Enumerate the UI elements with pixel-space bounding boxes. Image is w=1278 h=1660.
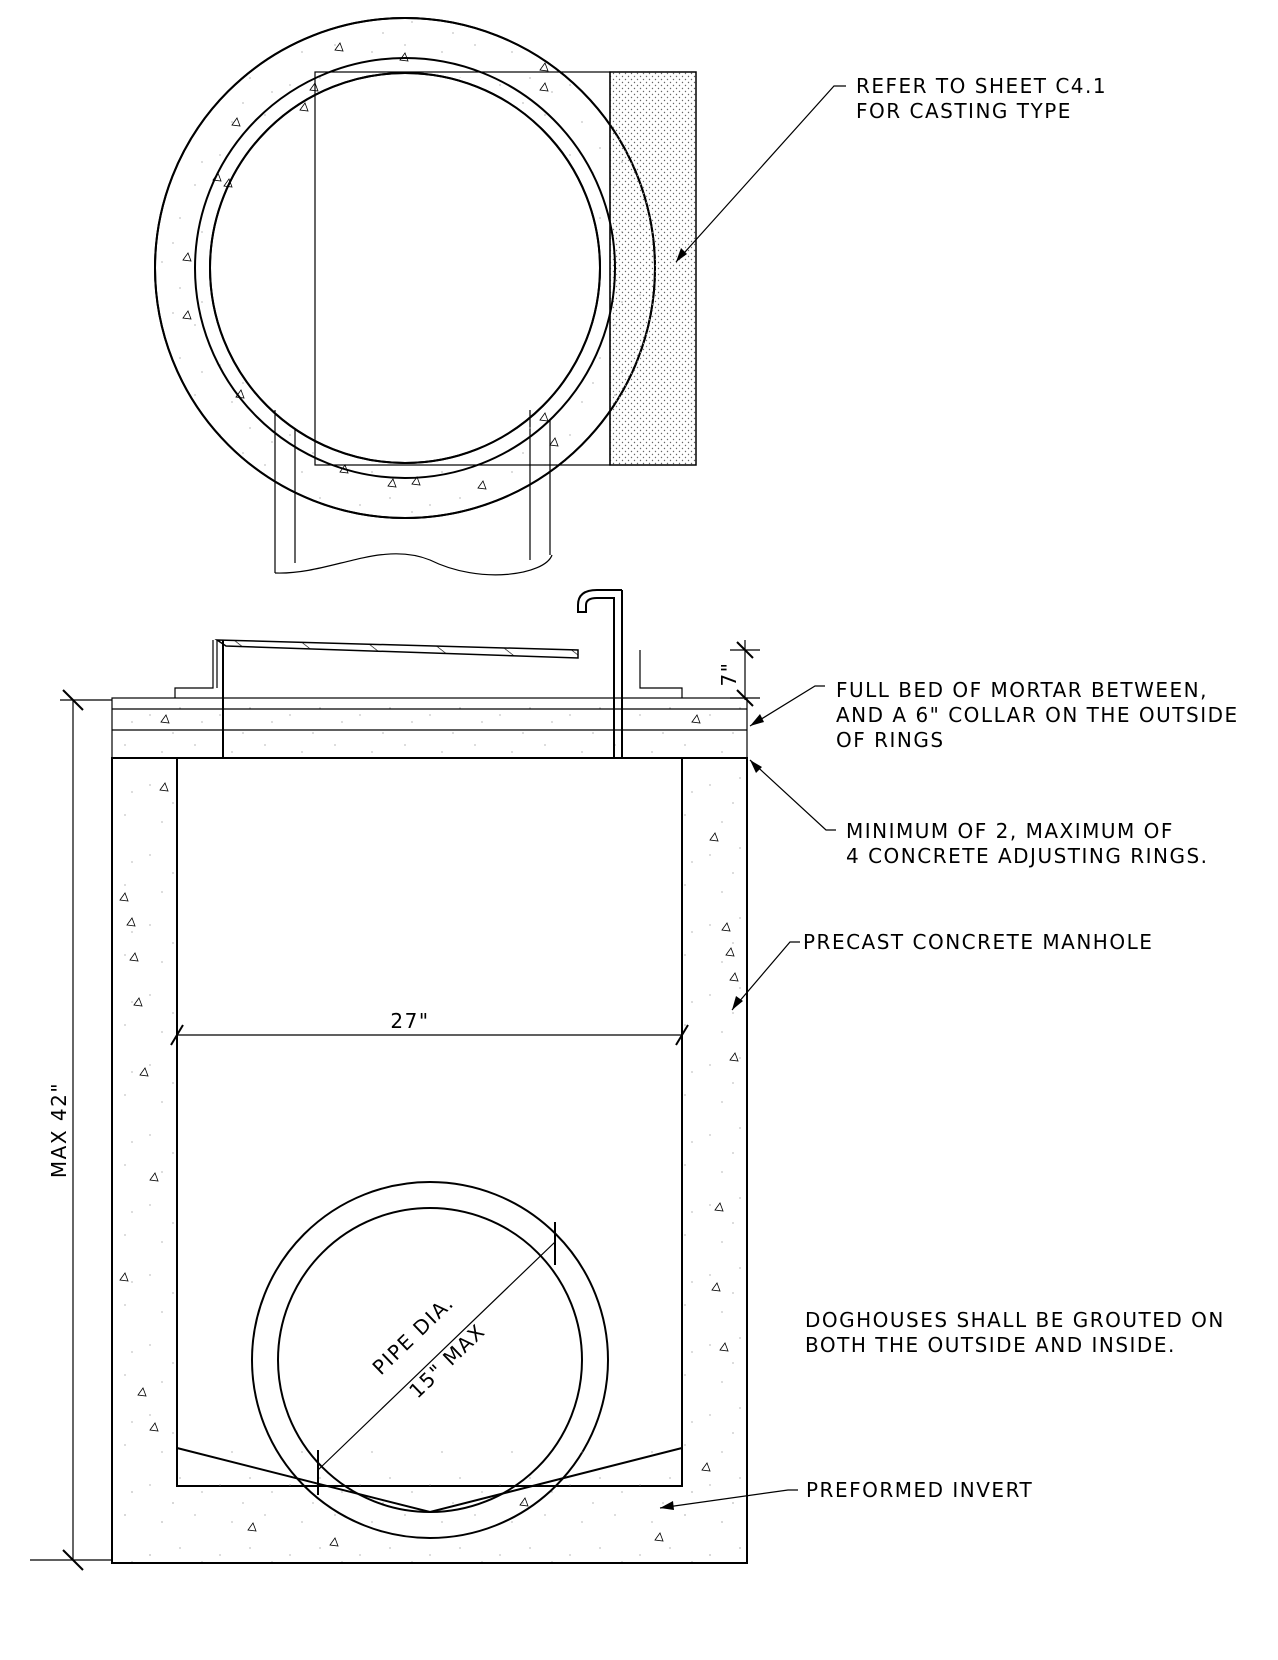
dim-max-depth: MAX 42" <box>30 689 112 1571</box>
casting-frame <box>174 589 683 759</box>
mortar-note-line3: OF RINGS <box>836 728 945 752</box>
dim-max-depth-label: MAX 42" <box>47 1082 71 1178</box>
section-base <box>112 1486 747 1563</box>
rings-note: MINIMUM OF 2, MAXIMUM OF 4 CONCRETE ADJU… <box>749 759 1209 868</box>
doghouse-note-line1: DOGHOUSES SHALL BE GROUTED ON <box>805 1308 1225 1332</box>
casting-note: REFER TO SHEET C4.1 FOR CASTING TYPE <box>675 74 1107 263</box>
section-view <box>111 589 748 1564</box>
section-aggregate-marks <box>119 714 739 1547</box>
mortar-note-line2: AND A 6" COLLAR ON THE OUTSIDE <box>836 703 1239 727</box>
dim-inside-diameter-label: 27" <box>390 1009 429 1033</box>
dim-inside-diameter: 27" <box>170 1009 689 1046</box>
plan-hinge-stipple <box>609 71 697 466</box>
casting-note-line1: REFER TO SHEET C4.1 <box>856 74 1107 98</box>
invert-note: PREFORMED INVERT <box>659 1478 1033 1510</box>
rings-note-line2: 4 CONCRETE ADJUSTING RINGS. <box>846 844 1209 868</box>
invert-note-text: PREFORMED INVERT <box>806 1478 1033 1502</box>
plan-view <box>154 17 697 576</box>
manhole-note: PRECAST CONCRETE MANHOLE <box>731 930 1153 1011</box>
preformed-invert <box>176 1447 683 1514</box>
mortar-note: FULL BED OF MORTAR BETWEEN, AND A 6" COL… <box>749 678 1239 752</box>
manhole-note-text: PRECAST CONCRETE MANHOLE <box>803 930 1153 954</box>
rings-note-line1: MINIMUM OF 2, MAXIMUM OF <box>846 819 1174 843</box>
doghouse-note: DOGHOUSES SHALL BE GROUTED ON BOTH THE O… <box>805 1308 1225 1357</box>
mortar-note-line1: FULL BED OF MORTAR BETWEEN, <box>836 678 1208 702</box>
section-right-wall <box>682 758 747 1563</box>
plan-manhole-wall <box>154 17 656 519</box>
plan-aggregate-marks <box>182 42 559 490</box>
doghouse-note-line2: BOTH THE OUTSIDE AND INSIDE. <box>805 1333 1176 1357</box>
section-left-wall <box>112 758 177 1563</box>
dim-ring-height: 7" <box>717 640 760 707</box>
casting-note-line2: FOR CASTING TYPE <box>856 99 1072 123</box>
dim-ring-height-label: 7" <box>717 662 741 687</box>
adjusting-rings <box>111 697 748 759</box>
casting-lid <box>214 639 579 659</box>
